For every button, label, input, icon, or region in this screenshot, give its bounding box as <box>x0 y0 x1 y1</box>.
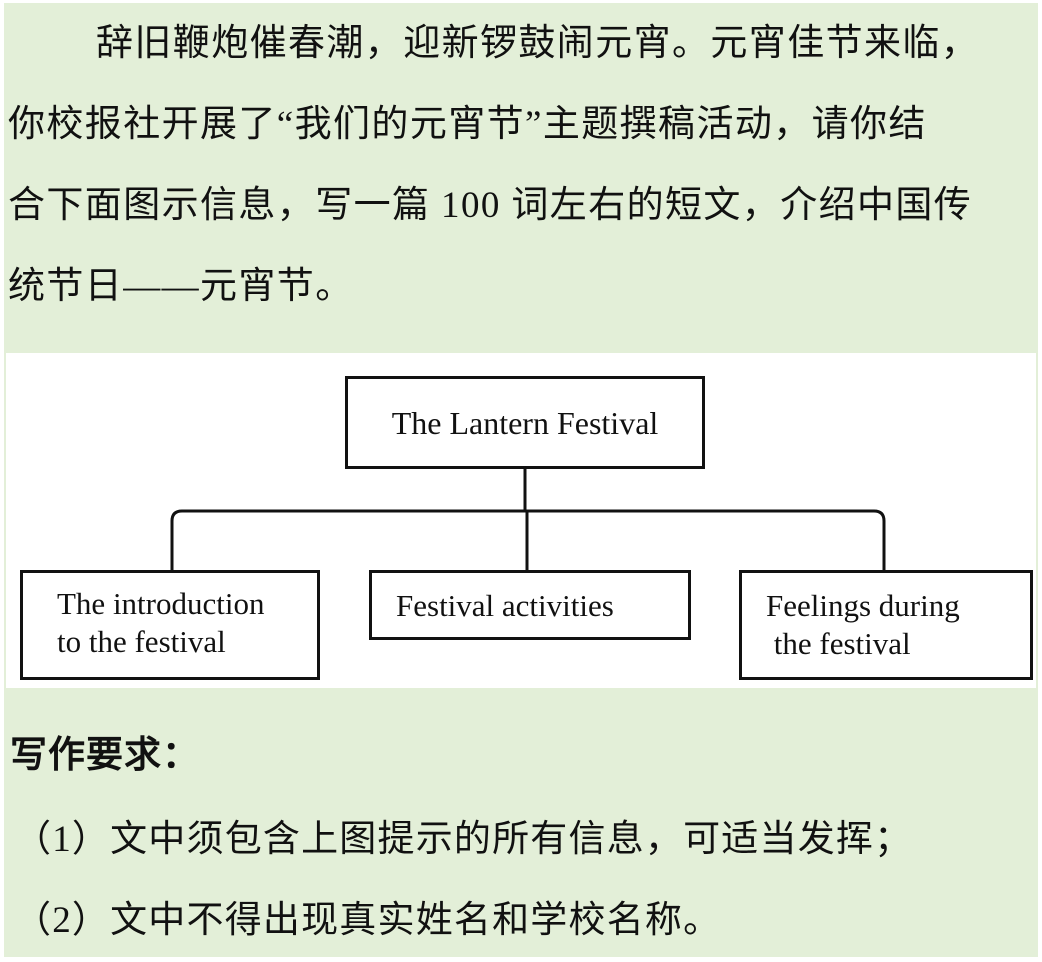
root-node-lantern-festival: The Lantern Festival <box>345 376 705 469</box>
prompt-line-4: 统节日——元宵节。 <box>8 266 354 307</box>
prompt-line-1: 辞旧鞭炮催春潮，迎新锣鼓闹元宵。元宵佳节来临， <box>96 23 980 64</box>
connector-lines <box>170 469 886 570</box>
node-feelings-line-2: the festival <box>766 626 911 661</box>
prompt-line-3: 合下面图示信息，写一篇 100 词左右的短文，介绍中国传 <box>8 185 973 226</box>
root-node-label: The Lantern Festival <box>391 404 659 441</box>
node-introduction-line-2: to the festival <box>57 624 226 659</box>
writing-prompt-page: 辞旧鞭炮催春潮，迎新锣鼓闹元宵。元宵佳节来临， 你校报社开展了“我们的元宵节”主… <box>4 3 1038 957</box>
requirement-item-2: （2）文中不得出现真实姓名和学校名称。 <box>14 900 722 941</box>
requirement-item-1: （1）文中须包含上图提示的所有信息，可适当发挥； <box>14 819 913 860</box>
prompt-paragraph: 辞旧鞭炮催春潮，迎新锣鼓闹元宵。元宵佳节来临， 你校报社开展了“我们的元宵节”主… <box>8 3 1038 327</box>
node-feelings-line-1: Feelings during <box>766 588 960 623</box>
node-introduction: The introduction to the festival <box>20 570 320 680</box>
mind-map-diagram: The Lantern Festival The introduction to… <box>6 353 1036 688</box>
node-introduction-line-1: The introduction <box>57 586 265 621</box>
node-activities-label: Festival activities <box>396 588 614 623</box>
node-feelings: Feelings during the festival <box>739 570 1033 680</box>
node-festival-activities: Festival activities <box>369 570 691 640</box>
prompt-line-2: 你校报社开展了“我们的元宵节”主题撰稿活动，请你结 <box>8 104 927 145</box>
requirements-heading: 写作要求： <box>10 735 200 776</box>
